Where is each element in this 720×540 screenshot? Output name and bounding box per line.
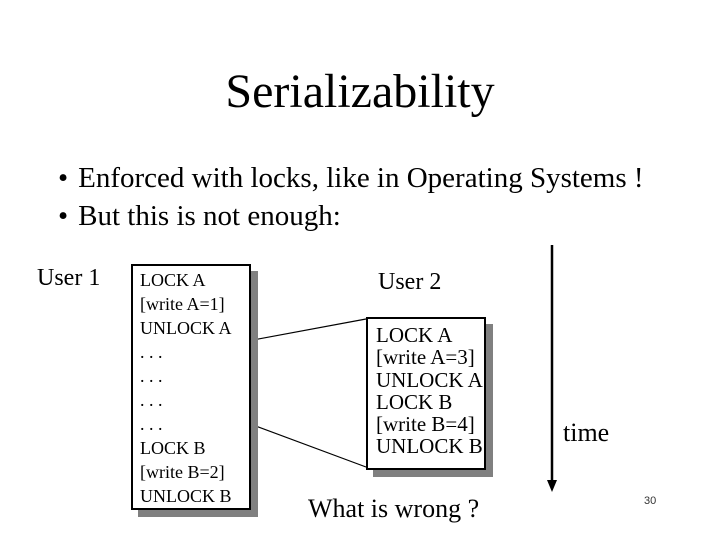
time-arrow-head <box>547 480 557 492</box>
code-line: UNLOCK A <box>140 318 232 338</box>
code-line: LOCK A <box>140 270 206 290</box>
bullet-dot-icon: • <box>58 162 69 194</box>
code-line: UNLOCK B <box>376 434 483 459</box>
user1-transaction-box: LOCK A [write A=1] UNLOCK A . . . . . . … <box>131 264 251 510</box>
question-text: What is wrong ? <box>308 494 480 523</box>
connector-line-top <box>252 318 367 341</box>
code-line: UNLOCK A <box>376 367 483 392</box>
user1-label: User 1 <box>37 265 101 291</box>
code-line: . . . <box>140 390 163 410</box>
bullet-dot-icon: • <box>58 200 69 232</box>
connector-line-bottom <box>252 424 367 468</box>
slide-page-number: 30 <box>644 495 657 507</box>
user2-transaction-box: LOCK A [write A=3] UNLOCK A LOCK B [writ… <box>366 317 486 470</box>
bullet-item: • But this is not enough: <box>58 202 341 231</box>
bullet-text: But this is not enough: <box>78 200 341 232</box>
bullet-text: Enforced with locks, like in Operating S… <box>78 162 644 194</box>
code-line: [write A=1] <box>140 294 225 314</box>
code-line: . . . <box>140 366 163 386</box>
code-line: [write B=2] <box>140 462 225 482</box>
code-line: LOCK A <box>376 323 453 347</box>
code-line: [write A=3] <box>376 345 475 370</box>
code-line: LOCK B <box>376 389 453 414</box>
code-line: [write B=4] <box>376 412 475 437</box>
code-line: LOCK B <box>140 438 206 458</box>
page-title: Serializability <box>225 65 495 118</box>
code-line: UNLOCK B <box>140 486 232 506</box>
time-axis-label: time <box>563 418 610 447</box>
code-line: . . . <box>140 414 163 434</box>
bullet-item: • Enforced with locks, like in Operating… <box>58 164 644 193</box>
code-line: . . . <box>140 342 163 362</box>
user2-label: User 2 <box>378 269 442 295</box>
